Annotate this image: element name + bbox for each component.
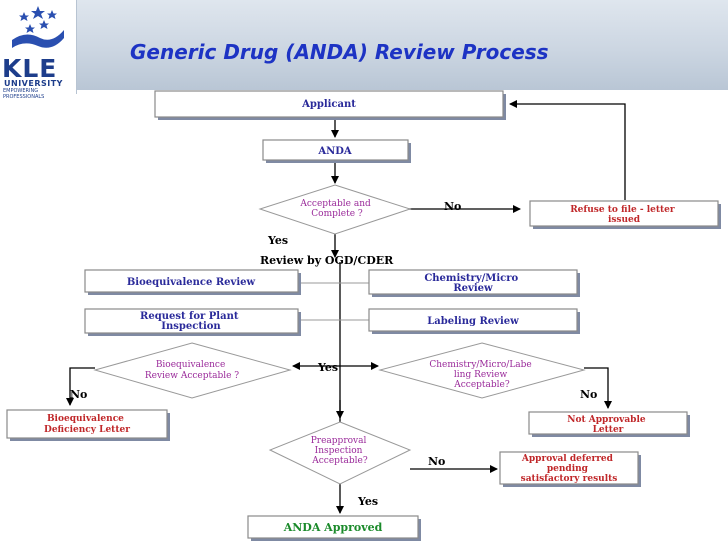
page-title: Generic Drug (ANDA) Review Process: [130, 40, 549, 64]
bioeq-acceptable-diamond: Bioequivalence Review Acceptable ?: [93, 342, 292, 399]
preapproval-line-2: Inspection: [315, 446, 363, 456]
no-label-2: No: [70, 388, 87, 401]
acceptable-line-2: Complete ?: [311, 209, 363, 219]
chem-review-line-1: Chemistry/Micro: [424, 273, 518, 284]
review-by-label: Review by OGD/CDER: [260, 254, 394, 267]
chem-acceptable-line-1: Chemistry/Micro/Labe: [429, 360, 531, 370]
svg-text:Bioequivalence Deficienc: Bioequivalence Deficiency Letter: [44, 414, 130, 435]
deferred-line-1: Approval deferred: [521, 454, 614, 464]
refuse-line-1: Refuse to file - letter: [570, 205, 675, 215]
bioeq-deficiency-line-2: Deficiency Letter: [44, 425, 130, 435]
kle-logo: KLE UNIVERSITY EMPOWERING PROFESSIONALS: [0, 0, 77, 100]
bioeq-acceptable-line-1: Bioequivalence: [156, 360, 226, 370]
chem-review-line-2: Review: [453, 283, 493, 294]
anda-label: ANDA: [317, 146, 352, 157]
plant-request-line-2: Inspection: [161, 321, 221, 332]
svg-text:Refuse to file - letter: Refuse to file - letter issued: [570, 205, 678, 225]
not-approvable-line-1: Not Approvable: [567, 415, 646, 425]
yes-label-3: Yes: [357, 495, 378, 508]
preapproval-line-1: Preapproval: [311, 436, 367, 446]
svg-text:Approval deferred pendin: Approval deferred pending satisfactory r…: [521, 454, 618, 484]
refuse-line-2: issued: [608, 215, 641, 225]
anda-approved-box: ANDA Approved: [247, 515, 421, 541]
logo-tagline: EMPOWERING PROFESSIONALS: [3, 88, 45, 100]
no-label-4: No: [428, 455, 445, 468]
refuse-box: Refuse to file - letter issued: [529, 200, 721, 229]
logo-subtitle: UNIVERSITY: [4, 79, 63, 88]
not-approvable-line-2: Letter: [593, 425, 624, 435]
bioeq-deficiency-box: Bioequivalence Deficiency Letter: [6, 409, 170, 441]
bioeq-review-box: Bioequivalence Review: [84, 269, 301, 295]
chem-acceptable-diamond: Chemistry/Micro/Labe ling Review Accepta…: [378, 342, 586, 399]
svg-text:Chemistry/Micro/Labe lin: Chemistry/Micro/Labe ling Review Accepta…: [429, 360, 534, 390]
logo-name: KLE: [2, 54, 58, 83]
applicant-label: Applicant: [301, 99, 356, 110]
acceptable-diamond: Acceptable and Complete ?: [258, 184, 412, 235]
chem-review-box: Chemistry/Micro Review: [368, 269, 580, 297]
svg-text:Bioequivalence Review Ac: Bioequivalence Review Acceptable ?: [145, 360, 239, 381]
labeling-review-box: Labeling Review: [368, 308, 580, 334]
not-approvable-box: Not Approvable Letter: [528, 411, 690, 437]
applicant-box: Applicant: [154, 90, 506, 120]
bioeq-deficiency-line-1: Bioequivalence: [47, 414, 124, 424]
svg-text:Request for Plant Inspec: Request for Plant Inspection: [140, 311, 242, 332]
plant-request-box: Request for Plant Inspection: [84, 308, 301, 336]
preapproval-line-3: Acceptable?: [311, 456, 368, 466]
yes-label-1: Yes: [267, 234, 288, 247]
svg-text:Preapproval Inspection: Preapproval Inspection Acceptable?: [311, 436, 370, 466]
bioeq-review-label: Bioequivalence Review: [127, 277, 256, 288]
yes-label-2: Yes: [317, 361, 338, 374]
svg-text:Not Approvable Letter: Not Approvable Letter: [567, 415, 648, 435]
anda-box: ANDA: [262, 139, 411, 163]
deferred-box: Approval deferred pending satisfactory r…: [499, 451, 641, 487]
svg-text:Acceptable and Complete: Acceptable and Complete ?: [299, 199, 373, 219]
bioeq-acceptable-line-2: Review Acceptable ?: [145, 371, 239, 381]
no-label-3: No: [580, 388, 597, 401]
logo-emblem-icon: [12, 6, 64, 48]
anda-approved-label: ANDA Approved: [283, 521, 383, 534]
deferred-line-3: satisfactory results: [521, 474, 618, 484]
labeling-review-label: Labeling Review: [427, 316, 519, 327]
chem-acceptable-line-3: Acceptable?: [453, 380, 510, 390]
no-label-1: No: [444, 200, 461, 213]
acceptable-line-1: Acceptable and: [299, 199, 371, 209]
plant-request-line-1: Request for Plant: [140, 311, 239, 322]
svg-text:Chemistry/Micro Review: Chemistry/Micro Review: [424, 273, 521, 294]
chem-acceptable-line-2: ling Review: [454, 370, 508, 380]
preapproval-diamond: Preapproval Inspection Acceptable?: [268, 421, 412, 485]
header-bar: [0, 0, 728, 90]
deferred-line-2: pending: [547, 464, 589, 474]
